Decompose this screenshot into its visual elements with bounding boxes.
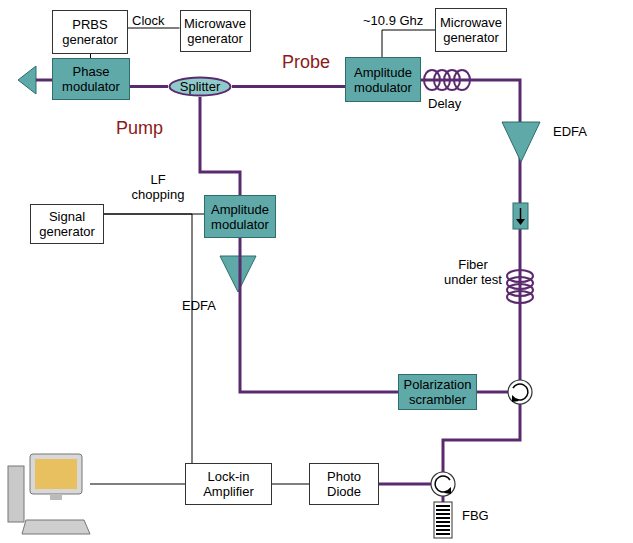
fiber-coil — [507, 270, 533, 303]
fiber-line — [379, 483, 431, 486]
node-text: Microwave generator — [439, 15, 503, 45]
generator-box: Microwave generator — [435, 8, 507, 52]
fiber-connector — [232, 86, 345, 87]
node-text: Amplitude modulator — [349, 65, 417, 95]
path-label: Probe — [282, 52, 330, 72]
fiber-line — [443, 404, 520, 472]
node-text: Phase modulator — [56, 64, 126, 94]
circulator — [508, 380, 532, 404]
node-text: Amplitude modulator — [208, 202, 272, 232]
component-label: Delay — [428, 96, 461, 111]
component-label: EDFA — [553, 124, 587, 139]
detector-box: Photo Diode — [309, 463, 379, 505]
delay-coil — [424, 70, 470, 90]
path-label: Pump — [116, 118, 163, 138]
laser-source — [18, 66, 36, 94]
splitter-ellipse: Splitter — [168, 76, 232, 97]
fbg-grating — [434, 502, 452, 538]
modulator-box: Phase modulator — [52, 58, 130, 100]
node-text: Splitter — [180, 79, 220, 94]
component-label: EDFA — [182, 298, 216, 313]
component-label: Fiber under test — [440, 257, 506, 287]
node-text: Lock-in Amplifier — [189, 469, 268, 499]
amplifier-box: Lock-in Amplifier — [185, 463, 272, 505]
isolator — [513, 203, 528, 229]
computer-icon — [8, 454, 90, 534]
node-text: Polarization scrambler — [402, 377, 473, 407]
fiber-connector — [240, 238, 398, 392]
component-label: LF chopping — [128, 172, 188, 202]
modulator-box: Amplitude modulator — [204, 195, 276, 238]
component-label: FBG — [462, 508, 489, 523]
node-text: Microwave generator — [184, 16, 247, 46]
edfa-triangle — [502, 122, 540, 162]
modulator-box: Amplitude modulator — [345, 57, 421, 102]
signal-wire — [272, 484, 309, 485]
edfa-triangle — [220, 256, 256, 292]
signal-wire — [104, 214, 192, 463]
fiber-line — [442, 496, 445, 502]
fiber-line — [36, 79, 52, 82]
node-text: PRBS generator — [56, 17, 124, 47]
fiber-line — [477, 391, 508, 394]
generator-box: Microwave generator — [180, 10, 251, 52]
component-label: ~10.9 Ghz — [363, 13, 423, 28]
node-text: Signal generator — [34, 209, 100, 239]
scrambler-box: Polarization scrambler — [398, 374, 477, 410]
node-text: Photo Diode — [313, 469, 375, 499]
generator-box: PRBS generator — [52, 10, 128, 54]
signal-wire — [382, 30, 435, 57]
fiber-connector — [200, 97, 240, 195]
circulator — [431, 472, 455, 496]
fiber-connector — [130, 86, 168, 87]
component-label: Clock — [132, 13, 165, 28]
generator-box: Signal generator — [30, 204, 104, 244]
signal-wire — [90, 484, 185, 485]
